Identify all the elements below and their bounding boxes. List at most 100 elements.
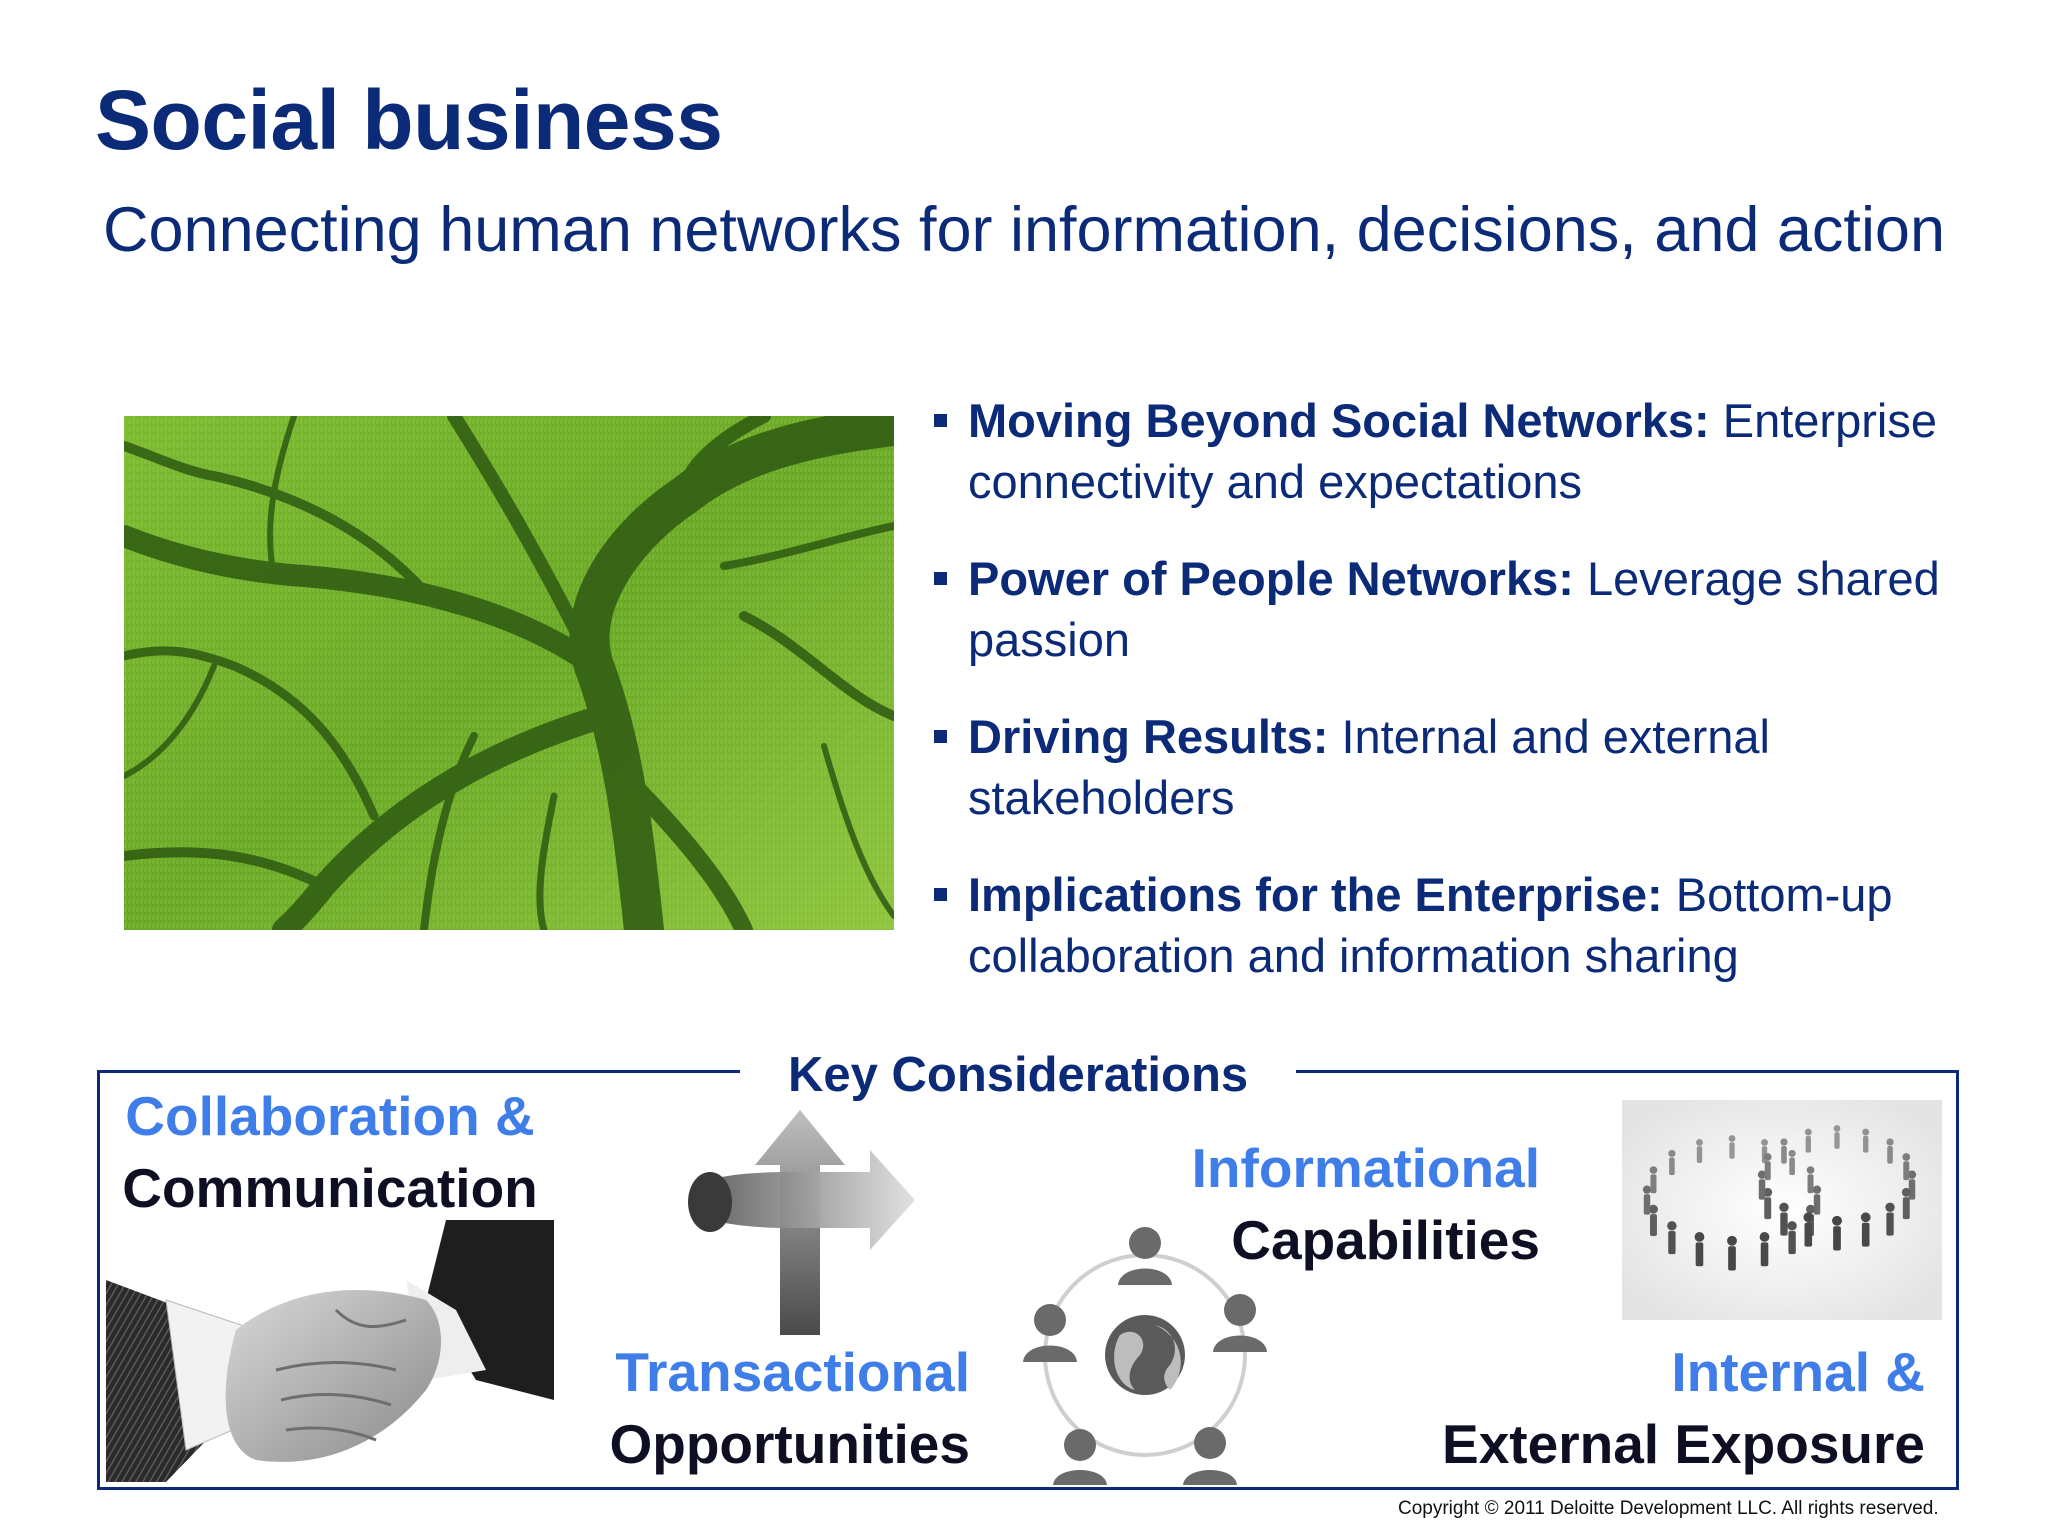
figure-head bbox=[1788, 1149, 1796, 1158]
figure-body bbox=[1805, 1135, 1811, 1153]
figure-body bbox=[1886, 1212, 1894, 1236]
transactional-line2: Opportunities bbox=[609, 1413, 970, 1475]
figure-head bbox=[1832, 1215, 1842, 1226]
internal-line1: Internal & bbox=[1671, 1341, 1925, 1403]
internal-label: Internal & External Exposure bbox=[1340, 1336, 1925, 1480]
figure-body bbox=[1695, 1242, 1704, 1267]
internal-line2: External Exposure bbox=[1442, 1413, 1925, 1475]
figure-head bbox=[1667, 1221, 1677, 1231]
figure-body bbox=[1764, 1197, 1772, 1220]
figure-head bbox=[1860, 1212, 1871, 1223]
collaboration-line2: Communication bbox=[122, 1157, 538, 1219]
figure-head bbox=[1886, 1138, 1894, 1146]
figure-head bbox=[1812, 1185, 1822, 1194]
bullet-heading: Implications for the Enterprise: bbox=[968, 868, 1663, 921]
figure-body bbox=[1833, 1226, 1841, 1251]
figure-head bbox=[1833, 1125, 1841, 1132]
figure-head bbox=[1759, 1232, 1770, 1242]
figure-body bbox=[1863, 1135, 1869, 1153]
bullet-square-icon bbox=[934, 414, 947, 427]
informational-line1: Informational bbox=[1191, 1137, 1540, 1199]
figure-head bbox=[1642, 1185, 1652, 1194]
slide-subtitle: Connecting human networks for informatio… bbox=[103, 195, 1946, 265]
people-circle-icon bbox=[1622, 1100, 1942, 1320]
bullet-text: Enterprise connectivity and expectations bbox=[968, 394, 1937, 508]
bullet-item: Implications for the Enterprise: Bottom-… bbox=[932, 864, 2012, 986]
figure-body bbox=[1813, 1194, 1821, 1215]
copyright-notice: Copyright © 2011 Deloitte Development LL… bbox=[1398, 1498, 1939, 1519]
figure-head bbox=[1862, 1128, 1870, 1136]
informational-line2: Capabilities bbox=[1231, 1209, 1540, 1271]
figure-head bbox=[1885, 1202, 1895, 1213]
bullet-text: Bottom-up collaboration and information … bbox=[968, 868, 1893, 982]
figure-body bbox=[1834, 1132, 1840, 1149]
figure-body bbox=[1781, 1146, 1787, 1164]
people-ring bbox=[1642, 1125, 1917, 1271]
bullet-item: Driving Results: Internal and external s… bbox=[932, 706, 2012, 828]
figure-body bbox=[1807, 1174, 1814, 1194]
figure-body bbox=[1668, 1231, 1676, 1255]
figure-body bbox=[1758, 1179, 1766, 1200]
figure-body bbox=[1902, 1197, 1910, 1220]
people-network-globe-icon bbox=[1010, 1215, 1280, 1485]
figure-head bbox=[1901, 1187, 1911, 1197]
figure-head bbox=[1902, 1153, 1911, 1161]
figure-body bbox=[1643, 1194, 1651, 1215]
figure-head bbox=[1763, 1187, 1773, 1197]
figure-head bbox=[1803, 1212, 1814, 1223]
figure-body bbox=[1728, 1246, 1736, 1271]
transactional-label: Transactional Opportunities bbox=[580, 1336, 970, 1480]
figure-body bbox=[1908, 1179, 1916, 1200]
figure-head bbox=[1694, 1232, 1705, 1242]
figure-body bbox=[1804, 1222, 1813, 1247]
figure-body bbox=[1780, 1212, 1788, 1236]
bullet-heading: Moving Beyond Social Networks: bbox=[968, 394, 1710, 447]
informational-label: Informational Capabilities bbox=[1140, 1132, 1540, 1276]
collaboration-label: Collaboration & Communication bbox=[110, 1080, 550, 1224]
collaboration-line1: Collaboration & bbox=[125, 1085, 535, 1147]
figure-body bbox=[1650, 1174, 1657, 1194]
figure-body bbox=[1649, 1214, 1657, 1237]
figure-head bbox=[1728, 1135, 1736, 1142]
figure-body bbox=[1669, 1157, 1675, 1176]
key-considerations-heading: Key Considerations bbox=[740, 1040, 1297, 1110]
bullet-heading: Power of People Networks: bbox=[968, 552, 1574, 605]
figure-body bbox=[1696, 1146, 1703, 1164]
figure-head bbox=[1787, 1221, 1797, 1231]
bullet-text: Leverage shared passion bbox=[968, 552, 1940, 666]
figure-body bbox=[1788, 1231, 1796, 1255]
bullet-square-icon bbox=[934, 888, 947, 901]
figure-head bbox=[1696, 1138, 1703, 1146]
slide-title: Social business bbox=[95, 73, 723, 167]
bullet-item: Power of People Networks: Leverage share… bbox=[932, 548, 2012, 670]
figure-body bbox=[1861, 1222, 1870, 1247]
tree-shadow-grass-image bbox=[124, 416, 894, 930]
figure-head bbox=[1763, 1153, 1772, 1161]
figure-head bbox=[1907, 1170, 1917, 1179]
figure-head bbox=[1761, 1138, 1768, 1146]
figure-body bbox=[1729, 1142, 1735, 1159]
bullet-heading: Driving Results: bbox=[968, 710, 1329, 763]
rotating-arrow-icon bbox=[670, 1110, 920, 1340]
figure-head bbox=[1757, 1170, 1767, 1179]
transactional-line1: Transactional bbox=[615, 1341, 970, 1403]
bullet-text: Internal and external stakeholders bbox=[968, 710, 1770, 824]
figure-body bbox=[1887, 1146, 1893, 1164]
figure-head bbox=[1806, 1166, 1815, 1174]
handshake-image bbox=[106, 1220, 554, 1482]
figure-body bbox=[1789, 1157, 1795, 1176]
figure-head bbox=[1668, 1149, 1676, 1158]
bullet-square-icon bbox=[934, 730, 947, 743]
figure-head bbox=[1779, 1202, 1789, 1213]
figure-body bbox=[1764, 1161, 1771, 1181]
figure-body bbox=[1760, 1242, 1769, 1267]
figure-body bbox=[1903, 1161, 1910, 1181]
figure-head bbox=[1806, 1204, 1815, 1214]
figure-head bbox=[1649, 1204, 1658, 1214]
figure-head bbox=[1804, 1128, 1812, 1136]
bullet-square-icon bbox=[934, 572, 947, 585]
figure-head bbox=[1649, 1166, 1658, 1174]
bullet-item: Moving Beyond Social Networks: Enterpris… bbox=[932, 390, 2012, 512]
bullet-list: Moving Beyond Social Networks: Enterpris… bbox=[932, 390, 2012, 1022]
figure-head bbox=[1727, 1235, 1737, 1246]
